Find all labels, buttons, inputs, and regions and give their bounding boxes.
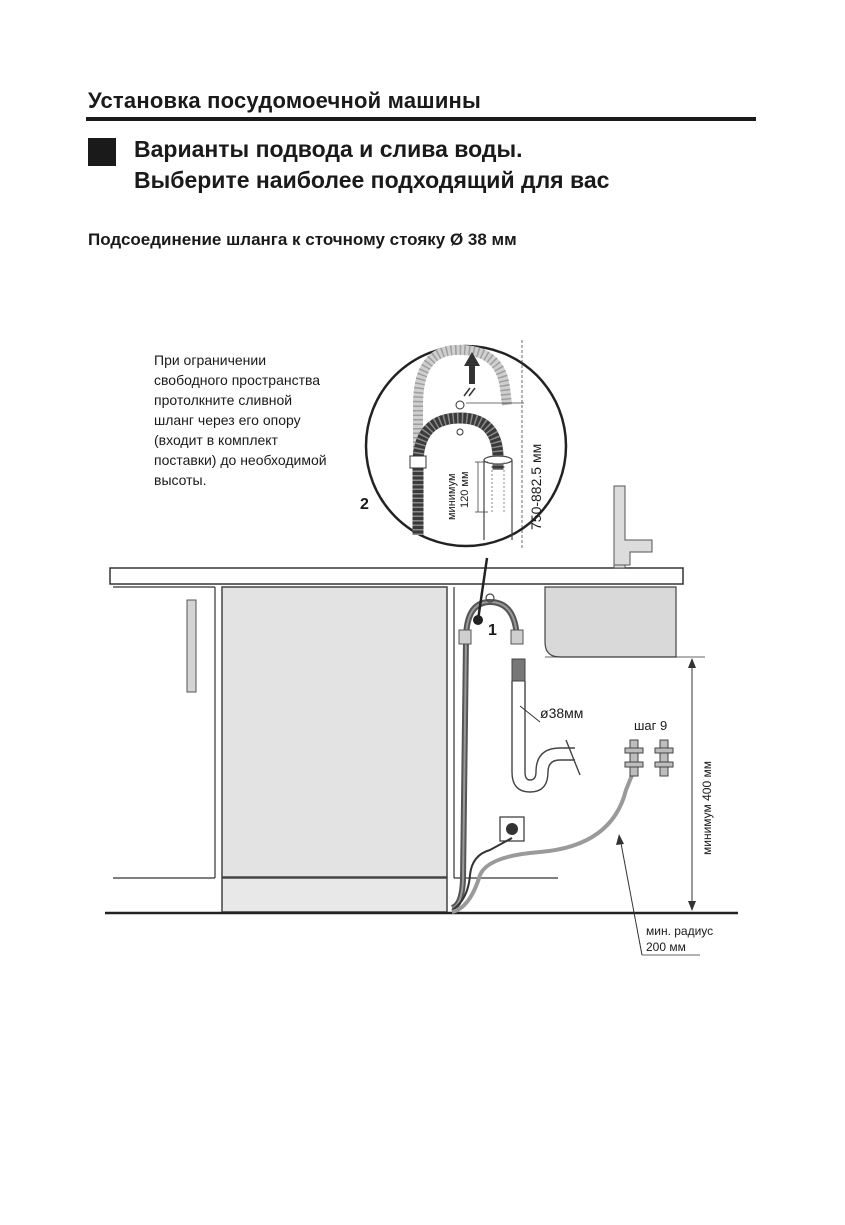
detail-hose-end bbox=[409, 455, 427, 469]
label-min-radius-line2: 200 мм bbox=[646, 940, 686, 954]
radius-leader bbox=[619, 837, 643, 956]
hose-clamp-right bbox=[510, 629, 524, 645]
note-line: (входит в комплект bbox=[154, 432, 278, 448]
radius-leader-arrow bbox=[616, 834, 624, 845]
detail-support-screw bbox=[455, 400, 465, 410]
dishwasher-body bbox=[221, 586, 448, 878]
callout-two: 2 bbox=[360, 496, 369, 513]
hose-clamp-left bbox=[458, 629, 472, 645]
standpipe-trap bbox=[511, 681, 575, 793]
drain-hose-inner bbox=[451, 600, 518, 909]
sink-basin bbox=[544, 586, 677, 658]
faucet-column bbox=[613, 485, 626, 569]
callout-one: 1 bbox=[488, 622, 497, 639]
detail-hose-inside bbox=[491, 462, 505, 512]
detail-hose-extended bbox=[413, 344, 512, 470]
note-line: свободного пространства bbox=[154, 372, 321, 388]
hose-support-hook bbox=[485, 593, 495, 603]
dimension-400-arrow-bottom bbox=[688, 901, 696, 911]
diameter-leader bbox=[519, 705, 541, 723]
label-step: шаг 9 bbox=[634, 718, 668, 733]
subheading: Подсоединение шланга к сточному стояку Ø… bbox=[88, 230, 517, 249]
note-line: При ограничении bbox=[154, 352, 267, 368]
faucet-spout bbox=[614, 539, 653, 566]
detail-up-arrow bbox=[464, 352, 480, 384]
title-underline bbox=[86, 117, 756, 121]
dishwasher-plinth bbox=[221, 877, 448, 913]
power-cable bbox=[451, 837, 513, 911]
detail-up-arrow-mark-1 bbox=[463, 387, 471, 397]
detail-hose-support bbox=[412, 412, 504, 535]
label-min-120-line1: минимум bbox=[446, 473, 458, 520]
countertop bbox=[109, 567, 684, 585]
detail-standpipe bbox=[483, 460, 513, 540]
water-valve-1 bbox=[624, 739, 644, 777]
label-min-120-line2: 120 мм bbox=[459, 471, 471, 508]
detail-anchor-dot bbox=[473, 615, 483, 625]
inlet-hose bbox=[451, 769, 636, 914]
water-valve-2 bbox=[654, 739, 674, 777]
socket-plug bbox=[506, 823, 518, 835]
label-height-range: 750-882.5 мм bbox=[528, 443, 544, 530]
instruction-note: При ограничении свободного пространства … bbox=[154, 350, 364, 490]
label-min-radius-line1: мин. радиус bbox=[646, 924, 714, 938]
standpipe-wall bbox=[565, 739, 581, 776]
label-diameter: ø38мм bbox=[540, 705, 583, 721]
detail-standpipe-top bbox=[483, 455, 513, 465]
drain-hose bbox=[450, 598, 520, 911]
detail-support-hole bbox=[456, 428, 464, 436]
cabinet-handle bbox=[186, 599, 197, 693]
note-line: поставки) до необходимой bbox=[154, 452, 327, 468]
section-heading-line-2: Выберите наиболее подходящий для вас bbox=[134, 167, 610, 193]
section-heading: Варианты подвода и слива воды. Выберите … bbox=[134, 134, 609, 196]
note-line: протолкните сливной bbox=[154, 392, 293, 408]
detail-connector bbox=[476, 557, 489, 621]
page-title: Установка посудомоечной машины bbox=[88, 88, 482, 113]
section-marker bbox=[88, 138, 116, 166]
label-min-400: минимум 400 мм bbox=[700, 761, 714, 855]
detail-up-arrow-mark-2 bbox=[468, 387, 476, 397]
note-line: высоты. bbox=[154, 472, 207, 488]
section-heading-line-1: Варианты подвода и слива воды. bbox=[134, 136, 523, 162]
standpipe-top bbox=[511, 658, 526, 682]
dimension-400-arrow-top bbox=[688, 658, 696, 668]
note-line: шланг через его опору bbox=[154, 412, 301, 428]
diameter-symbol: ø bbox=[540, 705, 549, 721]
diameter-value: 38мм bbox=[548, 705, 584, 721]
